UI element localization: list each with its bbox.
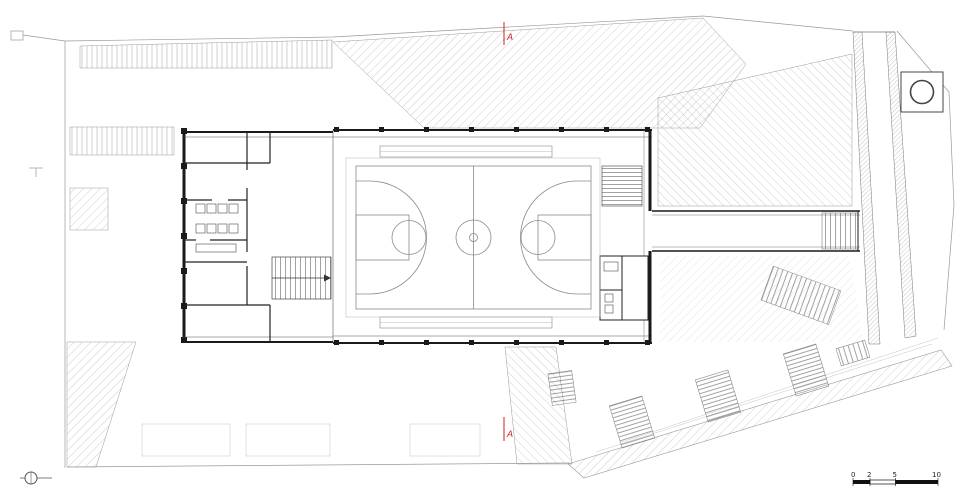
three-point-arc-right	[520, 180, 591, 295]
terrain-bottom-left-wedge	[66, 341, 137, 468]
court-key-left	[355, 214, 410, 261]
scale-segment-1	[853, 480, 870, 484]
promenade-stair-3	[782, 343, 830, 397]
tree-planter-square	[900, 71, 944, 113]
scale-segment-2	[869, 479, 896, 485]
promenade-contour-2	[621, 337, 939, 443]
ramp-wall-left	[852, 31, 881, 345]
promenade-stair-4	[835, 339, 871, 367]
paving-rectangles	[141, 423, 481, 457]
tree-circle	[909, 79, 935, 105]
basketball-court	[345, 157, 601, 318]
wing-partitions	[184, 132, 271, 342]
promenade-stair-1	[608, 395, 656, 449]
scale-ticks	[852, 478, 939, 486]
section-label-bottom: A	[506, 429, 513, 439]
scale-label-10: 10	[932, 471, 941, 479]
paving-rect-2	[245, 423, 331, 457]
stair-below-corridor	[760, 265, 842, 325]
corridor-link	[652, 210, 860, 252]
skylight-strips	[379, 145, 553, 329]
terrain-left-strip-lower	[69, 187, 109, 231]
section-marker-top: A	[503, 22, 513, 45]
free-throw-circle-left	[391, 220, 427, 255]
building-left-wing	[181, 128, 333, 343]
site-bottom-baseline	[66, 462, 571, 468]
scale-label-0: 0	[851, 471, 855, 479]
stair-arrow-head	[324, 274, 331, 282]
site-top-boundary-line	[64, 15, 854, 42]
gate-symbol	[10, 30, 24, 41]
court-runoff-boundary	[345, 157, 601, 318]
sink-counter	[195, 243, 237, 253]
scale-segment-3	[895, 480, 938, 484]
promenade-stair-2	[694, 369, 742, 423]
terrain-top-left-strip	[79, 39, 333, 69]
gate-link-line	[22, 34, 66, 42]
wing-staircase	[271, 256, 332, 300]
sanitary-fixtures	[195, 203, 239, 253]
right-ramp-structure	[852, 31, 944, 345]
section-marker-bottom: A	[503, 417, 513, 441]
hall-service-rooms	[599, 255, 649, 321]
site-boundary	[10, 15, 955, 468]
scale-label-2: 2	[867, 471, 871, 479]
paving-rect-1	[141, 423, 231, 457]
hall-columns-bottom	[334, 340, 650, 345]
section-label-top: A	[506, 32, 513, 42]
terrain-right-of-hall-slope	[657, 53, 853, 207]
sports-hall	[332, 127, 652, 345]
north-symbol	[20, 471, 52, 485]
terrain-left-strip-upper	[69, 126, 175, 156]
service-fixtures	[603, 261, 619, 314]
court-center-dot-circle	[469, 233, 478, 242]
hall-columns-top	[334, 127, 650, 132]
scale-bar: 0 2 5 10	[851, 471, 941, 486]
court-center-circle	[455, 219, 492, 256]
paving-rect-3	[409, 423, 481, 457]
court-key-right	[537, 214, 592, 261]
three-point-arc-left	[356, 180, 427, 295]
terrain-below-hall-strip	[504, 346, 573, 465]
site-right-boundary-line	[896, 30, 955, 331]
terrain	[66, 17, 953, 479]
scale-label-5: 5	[893, 471, 897, 479]
hall-staircase	[601, 165, 643, 207]
stair-below-hall	[547, 370, 577, 406]
free-throw-circle-right	[520, 220, 556, 255]
corridor-end-stair	[821, 212, 859, 250]
